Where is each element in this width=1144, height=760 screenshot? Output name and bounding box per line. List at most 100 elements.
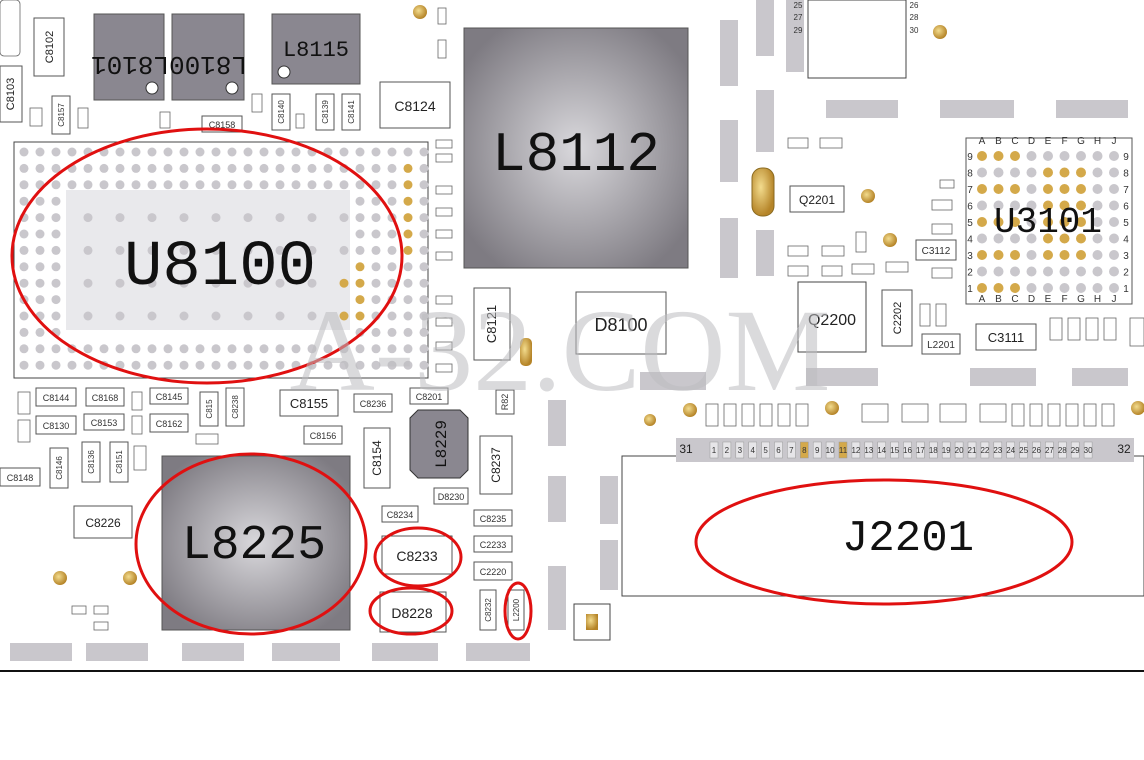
j2201-pin-number: 1 [712,446,717,455]
c8236-capacitor[interactable]: C8236 [353,393,393,413]
svg-text:C815: C815 [205,399,214,419]
c8139-capacitor[interactable]: C8139 [315,93,335,131]
l2200-inductor[interactable]: L2200 [507,589,525,631]
c8162-capacitor[interactable]: C8162 [149,413,189,433]
l8229-inductor[interactable]: L8229 [409,409,469,479]
c8145-capacitor[interactable]: C8145 [149,387,189,405]
j2201-pin-number: 26 [1032,446,1041,455]
l8225-inductor[interactable]: L8225 [161,455,351,631]
d8228-diode[interactable]: D8228 [379,591,447,633]
l2201-inductor[interactable]: L2201 [921,333,961,355]
j2201-pin [761,441,770,459]
j2201-pin-number: 28 [1058,446,1067,455]
c3112-capacitor[interactable]: C3112 [915,239,957,261]
r82-resistor[interactable]: R82 [495,389,515,415]
c8130-capacitor[interactable]: C8130 [35,415,77,435]
c8140-capacitor[interactable]: C8140 [271,93,291,131]
c2233-capacitor[interactable]: C2233 [473,535,513,553]
u3101-row-label: 1 [1123,284,1129,295]
j2201-pin [877,441,886,459]
c8157-capacitor[interactable]: C8157 [51,95,71,135]
c8233-capacitor[interactable]: C8233 [381,535,453,575]
c8201-capacitor[interactable]: C8201 [409,387,449,405]
u3101-col-label: H [1094,136,1101,147]
j2201-pin [709,441,719,459]
c8124-capacitor[interactable]: C8124 [379,81,451,129]
c8121-capacitor[interactable]: C8121 [473,287,511,361]
j2201-pin [787,441,796,459]
c2220-capacitor[interactable]: C2220 [473,561,513,581]
l8225-highlight-ring [134,452,368,636]
d8230-diode[interactable]: D8230 [433,487,469,505]
u3101-col-label: H [1094,294,1101,305]
j2201-pin [954,441,964,459]
c8234-capacitor[interactable]: C8234 [381,505,419,523]
svg-text:C8236: C8236 [360,399,387,409]
u3101-row-label: 7 [967,185,973,196]
svg-text:C8139: C8139 [321,100,330,124]
svg-text:C8153: C8153 [91,418,118,428]
l8101-inductor[interactable]: L8101 [91,13,169,101]
u3101-row-label: 5 [1123,218,1129,229]
u3101-col-label: J [1112,136,1117,147]
l8100-inductor[interactable]: L8100 [169,13,247,101]
j2201-pin-start: 31 [679,442,693,456]
c8136-capacitor[interactable]: C8136 [81,441,101,483]
j2201-pin [1019,441,1028,459]
u3101-col-label: C [1011,294,1018,305]
l8115-inductor[interactable]: L8115 [271,13,361,85]
c8146-capacitor[interactable]: C8146 [49,447,69,489]
c2202-capacitor[interactable]: C2202 [881,289,913,347]
svg-text:C8155: C8155 [290,396,328,411]
u3101-row-label: 2 [967,268,973,279]
c8153-capacitor[interactable]: C8153 [83,413,125,431]
svg-text:C8237: C8237 [489,447,503,483]
l2200-highlight-ring [503,581,533,641]
j2201-pin [980,441,990,459]
svg-text:29: 29 [794,26,803,35]
svg-text:C8136: C8136 [87,450,96,474]
svg-text:25: 25 [794,1,803,10]
j2201-pin-number: 16 [903,446,912,455]
c8103-capacitor[interactable]: C8103 [0,65,23,123]
l8229-label: L8229 [433,420,451,468]
u3101-row-label: 5 [967,218,973,229]
d8100-diode[interactable]: D8100 [575,291,667,355]
c8154-capacitor[interactable]: C8154 [363,427,391,489]
j2201-pin [838,441,848,459]
c8168-capacitor[interactable]: C8168 [85,387,125,407]
l8225-label: L8225 [182,519,326,573]
c8102-capacitor[interactable]: C8102 [33,17,65,77]
c3111-capacitor[interactable]: C3111 [975,323,1037,351]
u3101-col-label: E [1045,136,1052,147]
c8232-capacitor[interactable]: C8232 [479,589,497,631]
svg-text:C8154: C8154 [370,440,384,476]
c8226-capacitor[interactable]: C8226 [73,505,133,539]
c8155-capacitor[interactable]: C8155 [279,389,339,417]
q2201-transistor[interactable]: Q2201 [789,185,845,213]
u3101-row-label: 6 [1123,202,1129,213]
svg-text:C8151: C8151 [115,450,124,474]
q2200-transistor[interactable]: Q2200 [797,281,867,353]
c8156-capacitor[interactable]: C8156 [303,425,343,445]
c8151-capacitor[interactable]: C8151 [109,441,129,483]
c8141-capacitor[interactable]: C8141 [341,93,361,131]
j2201-pin [929,441,938,459]
j2201-pin-number: 10 [826,446,835,455]
c8237-capacitor[interactable]: C8237 [479,435,513,495]
c815-capacitor[interactable]: C815 [199,391,219,427]
u3101-row-label: 8 [967,169,973,180]
svg-text:26: 26 [910,1,919,10]
l8112-inductor[interactable]: L8112 [463,27,689,269]
c8235-capacitor[interactable]: C8235 [473,509,513,527]
u3101-row-label: 7 [1123,185,1129,196]
c8148-capacitor[interactable]: C8148 [0,467,41,487]
j2201-pin-number: 3 [738,446,743,455]
u3101-col-label: F [1061,294,1067,305]
c8238-capacitor[interactable]: C8238 [225,387,245,427]
u8100-bga-chip[interactable]: U8100 [13,141,429,379]
c8144-capacitor[interactable]: C8144 [35,387,77,407]
svg-text:C3111: C3111 [988,330,1024,345]
